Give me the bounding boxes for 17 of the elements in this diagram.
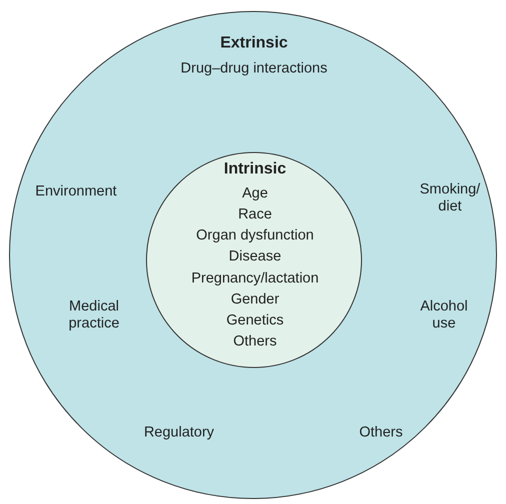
factor-label: Genetics [226,312,284,330]
factor-label: Others [233,333,277,351]
factor-label: Pregnancy/lactation [191,270,319,288]
factor-label: Age [242,185,268,203]
factor-label: Alcohol use [419,298,469,334]
factor-label: Regulatory [144,424,214,442]
factor-label: Organ dysfunction [196,227,314,245]
factor-label: Smoking/ diet [418,182,482,216]
factor-label: Gender [230,291,280,309]
factor-label: Race [238,206,272,224]
factor-label: Drug–drug interactions [180,60,328,78]
section-heading: Intrinsic [224,159,286,179]
section-heading: Extrinsic [220,33,288,53]
factor-label: Disease [228,248,282,266]
factor-label: Medical practice [68,298,120,334]
factor-label: Others [359,424,403,442]
factor-label: Environment [35,183,117,201]
